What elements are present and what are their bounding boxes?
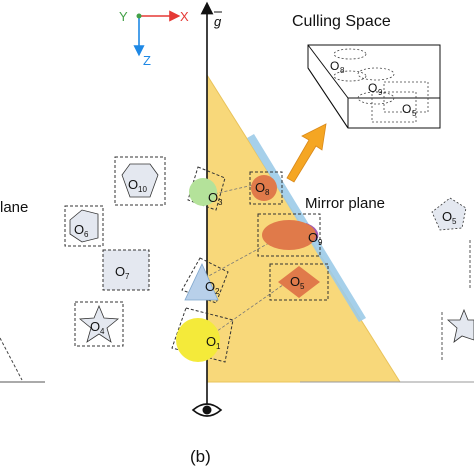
svg-text:O: O: [90, 319, 100, 334]
object-o3: O 3: [187, 166, 226, 211]
object-o2: O 2: [181, 257, 229, 304]
object-o1: O 1: [171, 307, 234, 363]
svg-text:O: O: [368, 81, 377, 95]
svg-text:O: O: [128, 177, 138, 192]
mirror-plane-label: Mirror plane: [305, 195, 385, 212]
object-o8: O 8: [249, 171, 283, 205]
svg-text:O: O: [255, 180, 265, 195]
svg-text:2: 2: [215, 287, 220, 296]
svg-text:9: 9: [378, 88, 383, 97]
svg-text:O: O: [208, 190, 218, 205]
cull-o5: O 5: [402, 102, 417, 118]
z-axis-label: Z: [143, 53, 151, 68]
y-axis-label: Y: [119, 9, 128, 24]
cull-o9: O 9: [368, 81, 383, 97]
svg-text:O: O: [402, 102, 411, 116]
left-plane-label: lane: [0, 199, 28, 216]
svg-text:3: 3: [218, 198, 223, 207]
object-o5: O 5: [269, 263, 329, 301]
svg-text:6: 6: [84, 230, 89, 239]
object-o9: O 9: [257, 213, 323, 257]
svg-text:1: 1: [216, 342, 221, 351]
object-o6: O 6: [64, 205, 104, 247]
cull-o8: O 8: [330, 59, 345, 75]
svg-text:5: 5: [412, 109, 417, 118]
culling-space-box: [307, 44, 441, 129]
svg-text:O: O: [290, 274, 300, 289]
svg-text:5: 5: [452, 217, 457, 226]
culling-space-title: Culling Space: [292, 13, 391, 30]
gravity-label: g: [214, 14, 222, 29]
eye-icon: [191, 403, 223, 417]
object-o5-original: O 5: [431, 197, 467, 231]
culling-arrow: [286, 123, 327, 183]
svg-text:8: 8: [340, 66, 345, 75]
svg-text:O: O: [308, 230, 318, 245]
svg-text:O: O: [330, 59, 339, 73]
left-plane-edge: [0, 337, 23, 381]
culling-space-objects: [333, 48, 429, 123]
svg-text:10: 10: [138, 185, 147, 194]
svg-text:4: 4: [100, 327, 105, 336]
object-o7: O 7: [102, 249, 150, 291]
svg-text:O: O: [205, 279, 215, 294]
object-o10: O 10: [114, 156, 166, 206]
svg-text:7: 7: [125, 272, 130, 281]
x-axis-label: X: [180, 9, 189, 24]
svg-text:O: O: [442, 209, 452, 224]
figure-caption: (b): [190, 447, 211, 466]
svg-text:8: 8: [265, 188, 270, 197]
svg-text:O: O: [206, 334, 216, 349]
y-axis-origin: [136, 13, 142, 19]
right-star-shape: [446, 308, 474, 343]
svg-text:9: 9: [318, 238, 323, 247]
svg-text:O: O: [74, 222, 84, 237]
svg-text:5: 5: [300, 282, 305, 291]
svg-text:O: O: [115, 264, 125, 279]
object-o4: O 4: [74, 301, 124, 347]
